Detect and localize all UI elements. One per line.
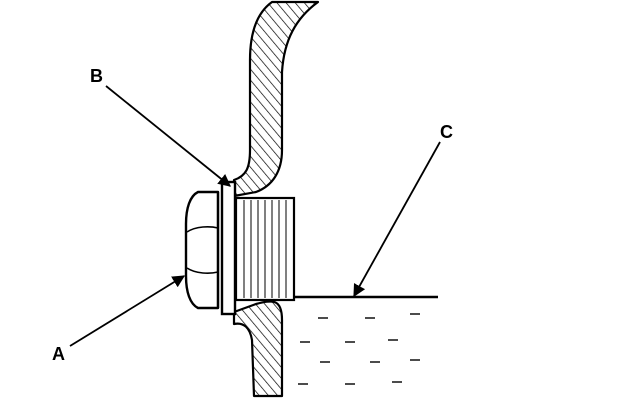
- plug-hex-head: [184, 190, 220, 310]
- callout-label-b: B: [90, 66, 103, 86]
- oil-pan-wall-upper: [232, 0, 320, 198]
- leader-arrow-c: [353, 141, 441, 298]
- sealing-washer: [220, 180, 237, 316]
- plug-hex-flat-lower: [186, 267, 219, 274]
- oil-pan-wall-lower: [232, 300, 284, 398]
- callout-label-c: C: [440, 122, 453, 142]
- callout-label-a: A: [52, 344, 65, 364]
- plug-hex-flat-upper: [186, 226, 219, 233]
- leader-arrow-a: [69, 275, 186, 347]
- thread-lines: [243, 200, 287, 298]
- oil-fill-dashes: [298, 313, 420, 385]
- leader-arrow-b: [105, 85, 231, 187]
